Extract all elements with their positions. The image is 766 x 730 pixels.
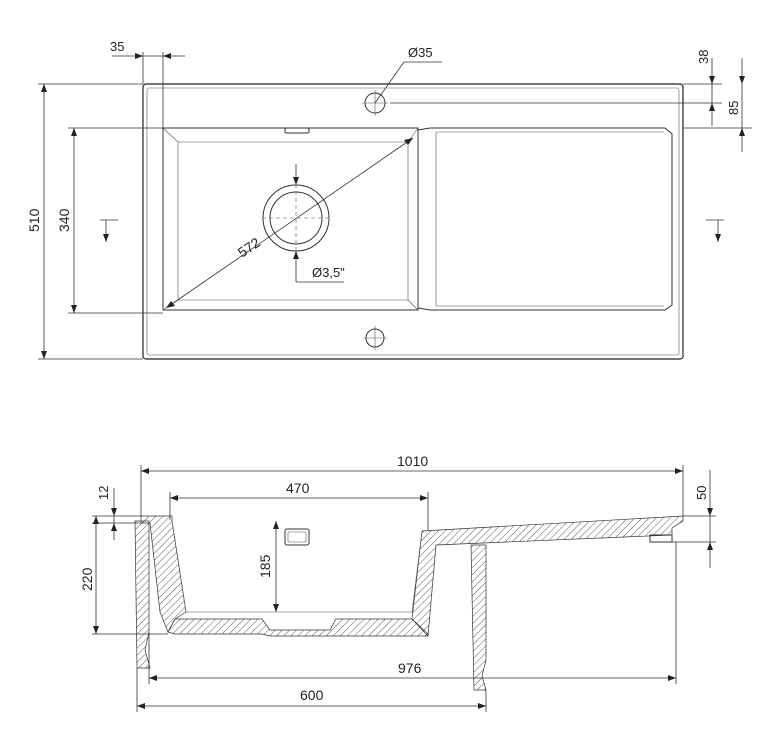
label-edge-to-bowl: 85 xyxy=(726,101,741,115)
dim-rim-thickness: 12 xyxy=(92,486,141,540)
cabinet-side-right xyxy=(470,544,487,691)
dim-drainer-height: 50 xyxy=(672,470,716,568)
sink-outline-inner-edge xyxy=(146,87,680,356)
side-view: 1010 470 xyxy=(79,453,716,712)
label-left-offset: 35 xyxy=(110,39,124,54)
section-marker-left xyxy=(100,219,118,242)
dim-tap-hole: Ø35 xyxy=(374,45,442,104)
dim-bowl-width: 470 xyxy=(169,480,429,530)
top-view: 35 Ø35 38 85 510 xyxy=(26,39,752,360)
label-bowl-width: 470 xyxy=(286,480,310,496)
dim-cutout-width: 976 xyxy=(148,542,677,684)
overflow-slot xyxy=(284,127,310,134)
sink-section xyxy=(140,515,684,637)
label-edge-to-tap: 38 xyxy=(696,50,711,64)
label-cutout-width: 976 xyxy=(398,660,422,676)
label-total-height: 220 xyxy=(79,567,95,591)
label-cabinet-width: 600 xyxy=(300,687,324,703)
cabinet-side-left xyxy=(134,520,151,669)
dim-cabinet-width: 600 xyxy=(136,668,487,712)
dim-edge-offsets: 38 85 xyxy=(390,50,752,152)
label-overall-width: 1010 xyxy=(397,453,428,469)
dim-bowl-depth: 340 xyxy=(56,127,163,314)
sink-outline xyxy=(142,83,684,360)
label-tap-hole: Ø35 xyxy=(408,45,433,60)
dim-diagonal: 572 xyxy=(165,137,414,309)
label-overall-depth: 510 xyxy=(26,208,42,232)
label-rim-thickness: 12 xyxy=(96,486,111,500)
dim-total-height: 220 xyxy=(79,516,168,635)
overflow-box xyxy=(284,528,310,546)
dim-overall-width: 1010 xyxy=(140,453,684,516)
label-drainer-height: 50 xyxy=(694,486,709,500)
drain-hole xyxy=(262,164,344,283)
label-bowl-height: 185 xyxy=(257,554,273,578)
drainer-board-top xyxy=(417,127,673,311)
section-marker-right xyxy=(706,219,724,242)
dim-bowl-height: 185 xyxy=(257,521,279,612)
dim-overall-depth: 510 xyxy=(26,83,143,360)
label-diagonal: 572 xyxy=(235,234,263,260)
label-bowl-depth: 340 xyxy=(56,208,72,232)
tap-hole-alt xyxy=(363,326,387,350)
dim-left-offset: 35 xyxy=(110,39,185,128)
bowl-top xyxy=(162,127,419,311)
label-drain: Ø3,5" xyxy=(312,265,345,280)
